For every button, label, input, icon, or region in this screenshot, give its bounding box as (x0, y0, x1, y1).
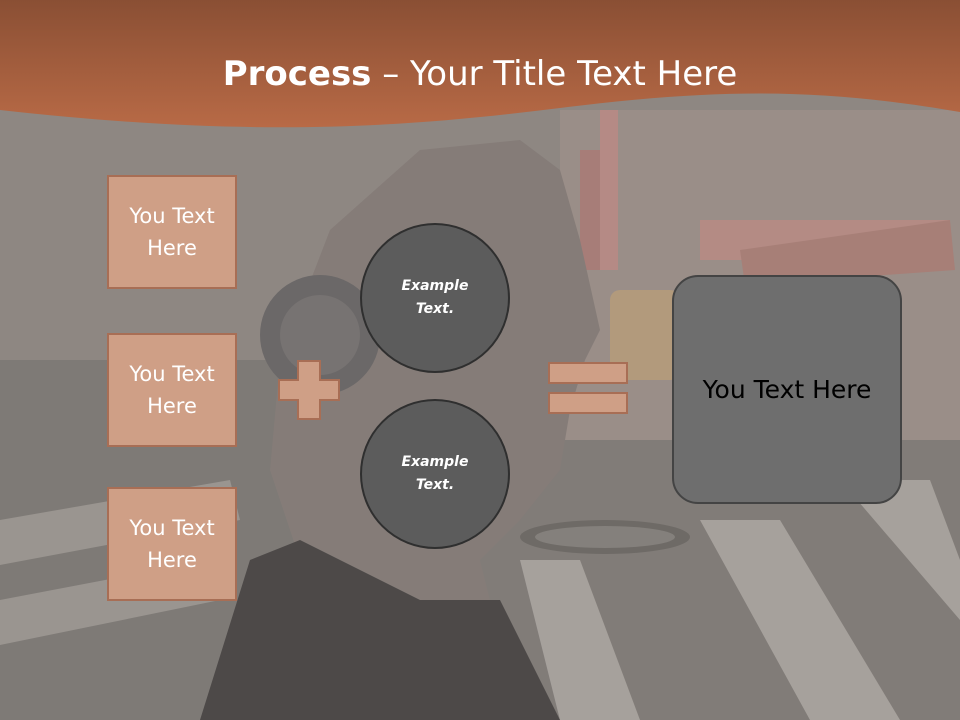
text-box-1: You Text Here (107, 175, 237, 289)
title-bold: Process (222, 54, 372, 94)
text-box-3: You Text Here (107, 487, 237, 601)
equals-icon (548, 362, 628, 414)
example-circle-2-text: Example Text. (401, 454, 469, 493)
result-box: You Text Here (672, 275, 902, 504)
header-band (0, 0, 960, 128)
title-rest: – Your Title Text Here (371, 54, 738, 94)
example-circle-1: Example Text. (360, 223, 510, 373)
slide-title: Process – Your Title Text Here (0, 50, 960, 98)
example-circle-1-text: Example Text. (401, 278, 469, 317)
text-box-2: You Text Here (107, 333, 237, 447)
example-circle-2: Example Text. (360, 399, 510, 549)
plus-icon (278, 360, 340, 420)
